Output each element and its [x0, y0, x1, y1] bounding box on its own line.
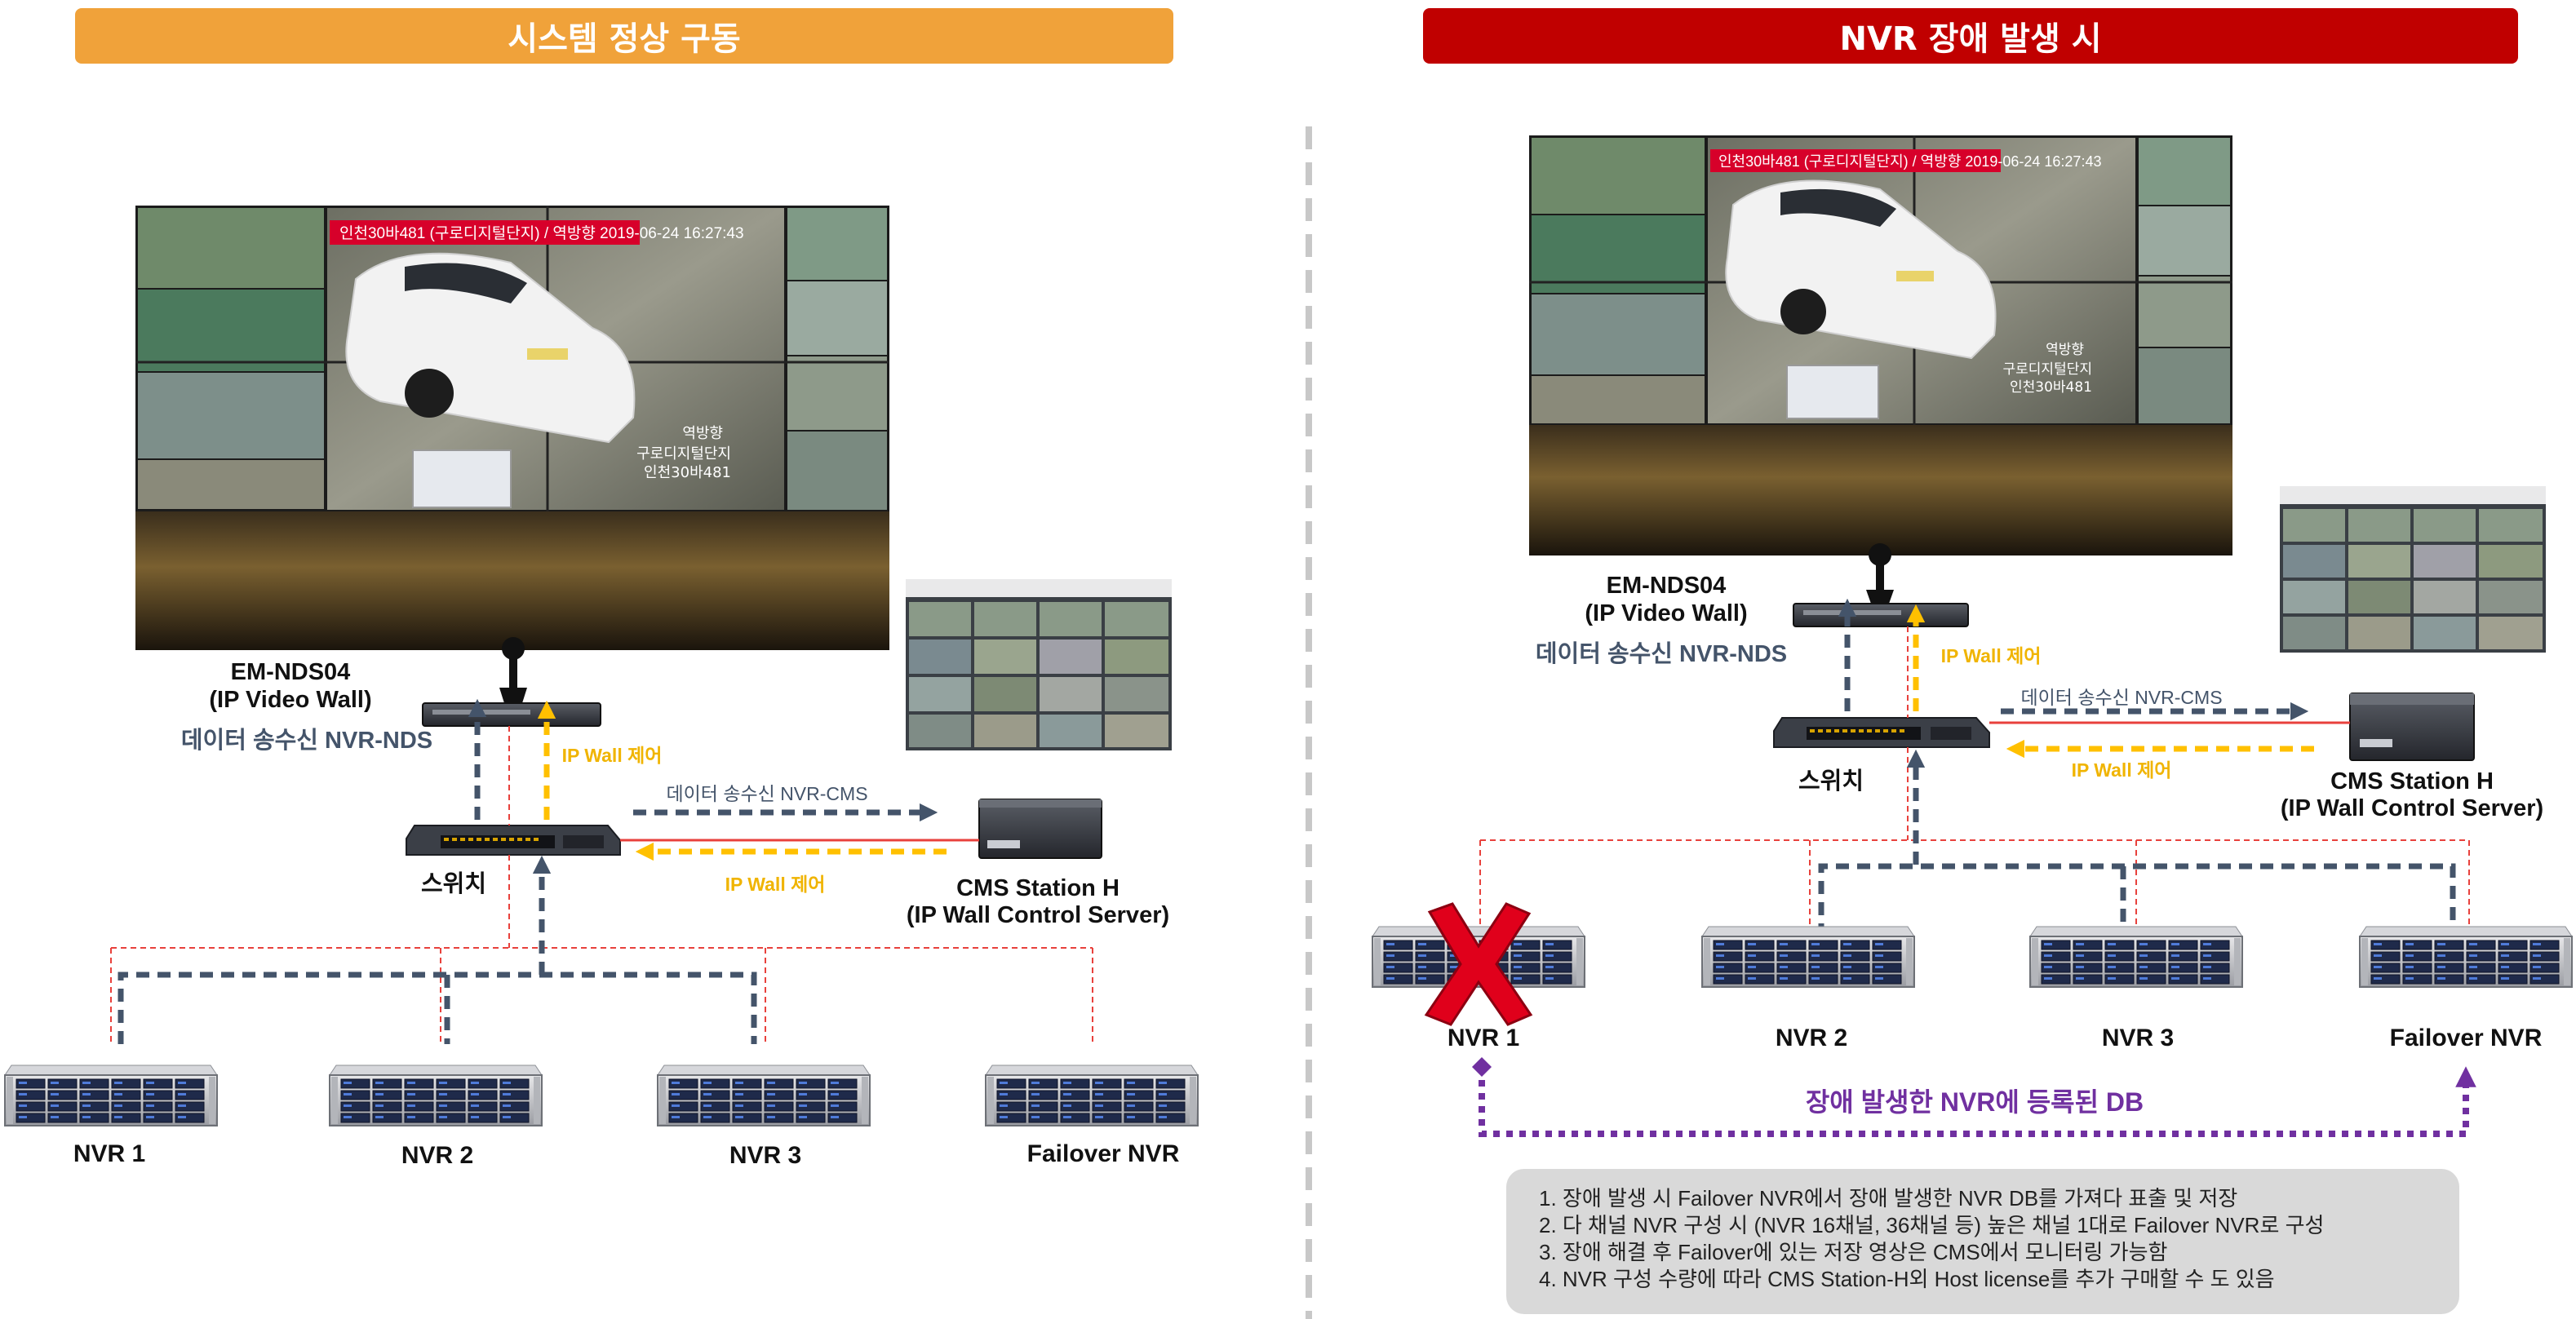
cms-monitor-right	[2280, 486, 2546, 653]
banner-normal-operation: 시스템 정상 구동	[75, 8, 1173, 64]
nvr-label-left-3: NVR 3	[729, 1142, 802, 1169]
nvr-server-right-4	[2359, 926, 2573, 988]
note-line-4: 4. NVR 구성 수량에 따라 CMS Station-H외 Host lic…	[1539, 1267, 2275, 1291]
cms-server-left	[978, 799, 1102, 859]
cms-data-label-left: 데이터 송수신 NVR-CMS	[666, 783, 868, 804]
videowall-overlay-line-3: 인천30바481	[644, 464, 731, 481]
nvr-server-right-3	[2029, 926, 2243, 988]
switch-label-right: 스위치	[1798, 768, 1864, 794]
videowall-overlay-line-3-right: 인천30바481	[2010, 379, 2092, 396]
ipwall-control-label-left: IP Wall 제어	[561, 745, 663, 766]
network-switch-left	[406, 825, 621, 856]
nvr-label-right-4: Failover NVR	[2389, 1025, 2543, 1051]
cms-name-right: CMS Station H	[2330, 768, 2494, 794]
nds-sub-left: (IP Video Wall)	[209, 687, 372, 713]
ipwall-control-label-right: IP Wall 제어	[1940, 645, 2042, 666]
cms-ipwall-label-right: IP Wall 제어	[2071, 759, 2172, 781]
nds-name-right: EM-NDS04	[1606, 573, 1727, 599]
nvr-server-right-2	[1701, 926, 1915, 988]
nvr-label-left-1: NVR 1	[73, 1140, 146, 1167]
note-line-3: 3. 장애 해결 후 Failover에 있는 저장 영상은 CMS에서 모니터…	[1539, 1240, 2168, 1264]
nvr-label-left-2: NVR 2	[401, 1142, 474, 1169]
nds-name-left: EM-NDS04	[230, 659, 351, 685]
nvr-server-left-3	[657, 1064, 871, 1126]
nvr-label-left-4: Failover NVR	[1026, 1140, 1180, 1167]
videowall-overlay-line-1: 역방향	[682, 425, 723, 442]
nds-sub-right: (IP Video Wall)	[1585, 600, 1748, 626]
note-line-2: 2. 다 채널 NVR 구성 시 (NVR 16채널, 36채널 등) 높은 채…	[1539, 1213, 2325, 1237]
videowall-plate-text: 인천30바481 (구로디지털단지) / 역방향 2019-06-24 16:2…	[339, 224, 744, 242]
connections-right	[1472, 598, 2476, 1137]
connections-left	[110, 698, 1093, 1044]
db-transfer-label: 장애 발생한 NVR에 등록된 DB	[1805, 1087, 2144, 1117]
videowall-overlay-line-2: 구로디지털단지	[636, 445, 731, 463]
nvr-server-left-1	[4, 1064, 218, 1126]
nvr-label-right-1: NVR 1	[1447, 1025, 1520, 1051]
nds-device-right	[1793, 543, 1969, 627]
switch-label-left: 스위치	[420, 871, 487, 897]
videowall-overlay-line-1-right: 역방향	[2046, 342, 2084, 358]
network-switch-right	[1773, 717, 1990, 748]
nds-data-label-right: 데이터 송수신 NVR-NDS	[1535, 641, 1788, 667]
cms-sub-right: (IP Wall Control Server)	[2280, 795, 2544, 821]
failure-x-icon	[1424, 902, 1533, 1026]
note-line-1: 1. 장애 발생 시 Failover NVR에서 장애 발생한 NVR DB를…	[1539, 1186, 2238, 1211]
banner-nvr-failure: NVR 장애 발생 시	[1423, 8, 2518, 64]
nds-device-left	[422, 637, 601, 727]
cms-monitor-left	[906, 579, 1172, 750]
nds-data-label-left: 데이터 송수신 NVR-NDS	[180, 728, 433, 754]
cms-ipwall-label-left: IP Wall 제어	[725, 874, 826, 895]
nvr-label-right-3: NVR 3	[2101, 1025, 2175, 1051]
cms-server-right	[2349, 693, 2475, 761]
nvr-server-left-2	[329, 1064, 543, 1126]
nvr-label-right-2: NVR 2	[1775, 1025, 1848, 1051]
nvr-server-left-4	[985, 1064, 1199, 1126]
videowall-right: 인천30바481 (구로디지털단지) / 역방향 2019-06-24 16:2…	[1529, 135, 2232, 555]
cms-sub-left: (IP Wall Control Server)	[906, 902, 1170, 928]
notes-box: 1. 장애 발생 시 Failover NVR에서 장애 발생한 NVR DB를…	[1506, 1169, 2459, 1314]
cms-data-label-right: 데이터 송수신 NVR-CMS	[2020, 687, 2223, 708]
videowall-plate-text-right: 인천30바481 (구로디지털단지) / 역방향 2019-06-24 16:2…	[1718, 153, 2101, 170]
videowall-overlay-line-2-right: 구로디지털단지	[2003, 361, 2092, 378]
videowall-left: 인천30바481 (구로디지털단지) / 역방향 2019-06-24 16:2…	[135, 206, 889, 650]
cms-name-left: CMS Station H	[956, 875, 1120, 901]
